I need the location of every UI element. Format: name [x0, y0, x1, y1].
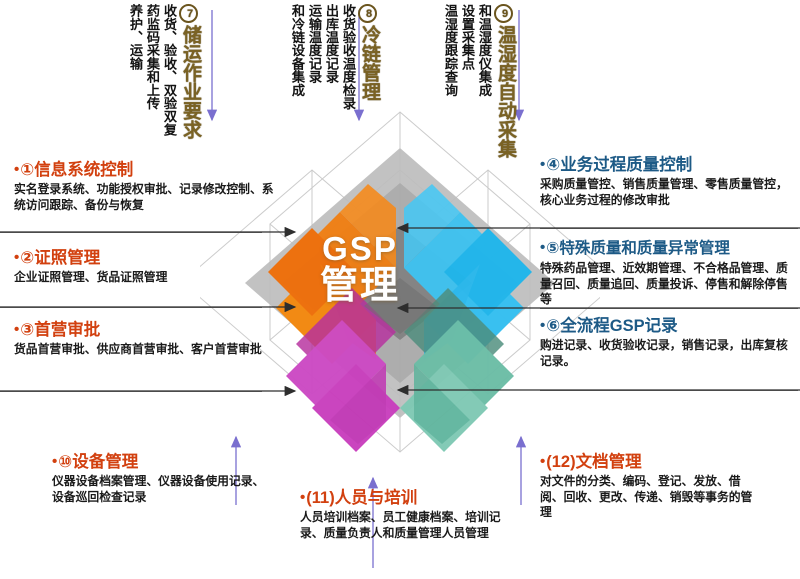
- item-8-column-3: 运输温度记录: [307, 4, 322, 84]
- divider-left-2: [0, 307, 262, 308]
- item-1-body: 实名登录系统、功能授权审批、记录修改控制、系统访问跟踪、备份与恢复: [14, 182, 274, 212]
- divider-right-1: [540, 228, 798, 229]
- item-6-full-process-gsp-records[interactable]: •⑥全流程GSP记录 购进记录、收货验收记录，销售记录，出库复核记录。: [540, 316, 798, 369]
- item-9-heading: 9 温湿度自动采集: [494, 4, 516, 158]
- item-11-body: 人员培训档案、员工健康档案、培训记录、质量负责人和质量管理人员管理: [300, 510, 501, 540]
- divider-right-3: [540, 390, 798, 391]
- item-5-body: 特殊药品管理、近效期管理、不合格品管理、质量召回、质量追回、质量投诉、停售和解除…: [540, 261, 788, 306]
- item-9-automatic-temperature-humidity-collection[interactable]: 9 温湿度自动采集 和温湿度仪集成 设置采集点 温湿度跟踪查询: [443, 4, 516, 158]
- item-7-heading: 7 储运作业要求: [179, 4, 201, 139]
- item-5-heading: •⑤特殊质量和质量异常管理: [540, 238, 798, 259]
- item-7-number: 7: [179, 4, 198, 23]
- item-8-title: 冷链管理: [359, 25, 380, 101]
- item-7-column-1: 收货、验收、双验双复: [162, 4, 177, 136]
- item-3-heading: •③首营审批: [14, 320, 276, 340]
- item-1-information-system-control[interactable]: •①信息系统控制 实名登录系统、功能授权审批、记录修改控制、系统访问跟踪、备份与…: [14, 160, 276, 213]
- item-6-body: 购进记录、收货验收记录，销售记录，出库复核记录。: [540, 338, 788, 368]
- bullet-icon: •: [540, 239, 546, 256]
- item-5-number: ⑤: [546, 240, 560, 257]
- item-9-column-3: 温湿度跟踪查询: [443, 4, 458, 97]
- item-8-column-4: 和冷链设备集成: [290, 4, 305, 97]
- item-3-first-business-approval[interactable]: •③首营审批 货品首营审批、供应商首营审批、客户首营审批: [14, 320, 276, 358]
- item-12-title: 文档管理: [575, 453, 642, 471]
- bullet-icon: •: [14, 161, 20, 178]
- item-8-column-1: 收货验收温度检录: [341, 4, 356, 110]
- item-3-title: 首营审批: [34, 321, 101, 339]
- item-7-title: 储运作业要求: [180, 25, 201, 139]
- item-12-document-management[interactable]: •(12)文档管理 对文件的分类、编码、登记、发放、借阅、回收、更改、传递、销毁…: [540, 452, 755, 521]
- item-9-number: 9: [494, 4, 513, 23]
- item-12-number: (12): [546, 453, 576, 471]
- divider-left-3: [0, 391, 262, 392]
- item-2-body: 企业证照管理、货品证照管理: [14, 270, 168, 284]
- item-8-column-2: 出库温度记录: [324, 4, 339, 84]
- item-4-business-process-quality-control[interactable]: •④业务过程质量控制 采购质量管控、销售质量管理、零售质量管控，核心业务过程的修…: [540, 155, 794, 208]
- item-12-heading: •(12)文档管理: [540, 452, 755, 472]
- item-2-title: 证照管理: [34, 249, 101, 267]
- item-7-column-3: 养护、运输: [128, 4, 143, 70]
- item-6-number: ⑥: [546, 317, 561, 335]
- item-8-heading: 8 冷链管理: [358, 4, 380, 101]
- divider-right-2: [540, 308, 798, 309]
- item-4-title: 业务过程质量控制: [560, 156, 693, 174]
- item-6-heading: •⑥全流程GSP记录: [540, 316, 798, 336]
- item-11-heading: •(11)人员与培训: [300, 488, 510, 508]
- item-4-number: ④: [546, 156, 561, 174]
- item-7-column-2: 药监码采集和上传: [145, 4, 160, 110]
- gsp-center-graphic: [200, 108, 600, 458]
- item-7-storage-transport-requirements[interactable]: 7 储运作业要求 收货、验收、双验双复 药监码采集和上传 养护、运输: [128, 4, 201, 139]
- item-10-number: ⑩: [58, 453, 73, 471]
- item-9-column-1: 和温湿度仪集成: [477, 4, 492, 97]
- item-2-heading: •②证照管理: [14, 248, 276, 268]
- bullet-icon: •: [14, 249, 20, 266]
- item-6-title: 全流程GSP记录: [560, 317, 678, 335]
- item-3-body: 货品首营审批、供应商首营审批、客户首营审批: [14, 342, 262, 356]
- bullet-icon: •: [14, 321, 20, 338]
- chevron-magenta: [286, 288, 400, 452]
- item-2-number: ②: [20, 249, 35, 267]
- bullet-icon: •: [300, 489, 306, 506]
- item-5-title: 特殊质量和质量异常管理: [559, 240, 730, 257]
- item-1-title: 信息系统控制: [34, 161, 134, 179]
- item-10-body: 仪器设备档案管理、仪器设备使用记录、设备巡回检查记录: [52, 474, 265, 504]
- bullet-icon: •: [540, 453, 546, 470]
- item-8-cold-chain-management[interactable]: 8 冷链管理 收货验收温度检录 出库温度记录 运输温度记录 和冷链设备集成: [290, 4, 380, 134]
- item-11-number: (11): [306, 489, 335, 507]
- item-11-personnel-and-training[interactable]: •(11)人员与培训 人员培训档案、员工健康档案、培训记录、质量负责人和质量管理…: [300, 488, 510, 541]
- item-1-heading: •①信息系统控制: [14, 160, 276, 180]
- bullet-icon: •: [540, 156, 546, 173]
- item-8-number: 8: [358, 4, 377, 23]
- item-4-heading: •④业务过程质量控制: [540, 155, 794, 175]
- item-9-title: 温湿度自动采集: [495, 25, 516, 158]
- item-12-body: 对文件的分类、编码、登记、发放、借阅、回收、更改、传递、销毁等事务的管理: [540, 474, 753, 519]
- item-10-title: 设备管理: [72, 453, 139, 471]
- divider-left-1: [0, 232, 262, 233]
- item-3-number: ③: [20, 321, 35, 339]
- item-10-equipment-management[interactable]: •⑩设备管理 仪器设备档案管理、仪器设备使用记录、设备巡回检查记录: [52, 452, 267, 505]
- item-5-special-quality-and-abnormal-quality-management[interactable]: •⑤特殊质量和质量异常管理 特殊药品管理、近效期管理、不合格品管理、质量召回、质…: [540, 238, 798, 308]
- bullet-icon: •: [52, 453, 58, 470]
- chevron-teal: [400, 288, 514, 452]
- item-9-column-2: 设置采集点: [460, 4, 475, 70]
- item-4-body: 采购质量管控、销售质量管理、零售质量管控，核心业务过程的修改审批: [540, 177, 788, 207]
- bullet-icon: •: [540, 317, 546, 334]
- item-2-license-management[interactable]: •②证照管理 企业证照管理、货品证照管理: [14, 248, 276, 286]
- item-10-heading: •⑩设备管理: [52, 452, 267, 472]
- item-1-number: ①: [20, 161, 35, 179]
- item-11-title: 人员与培训: [334, 489, 418, 507]
